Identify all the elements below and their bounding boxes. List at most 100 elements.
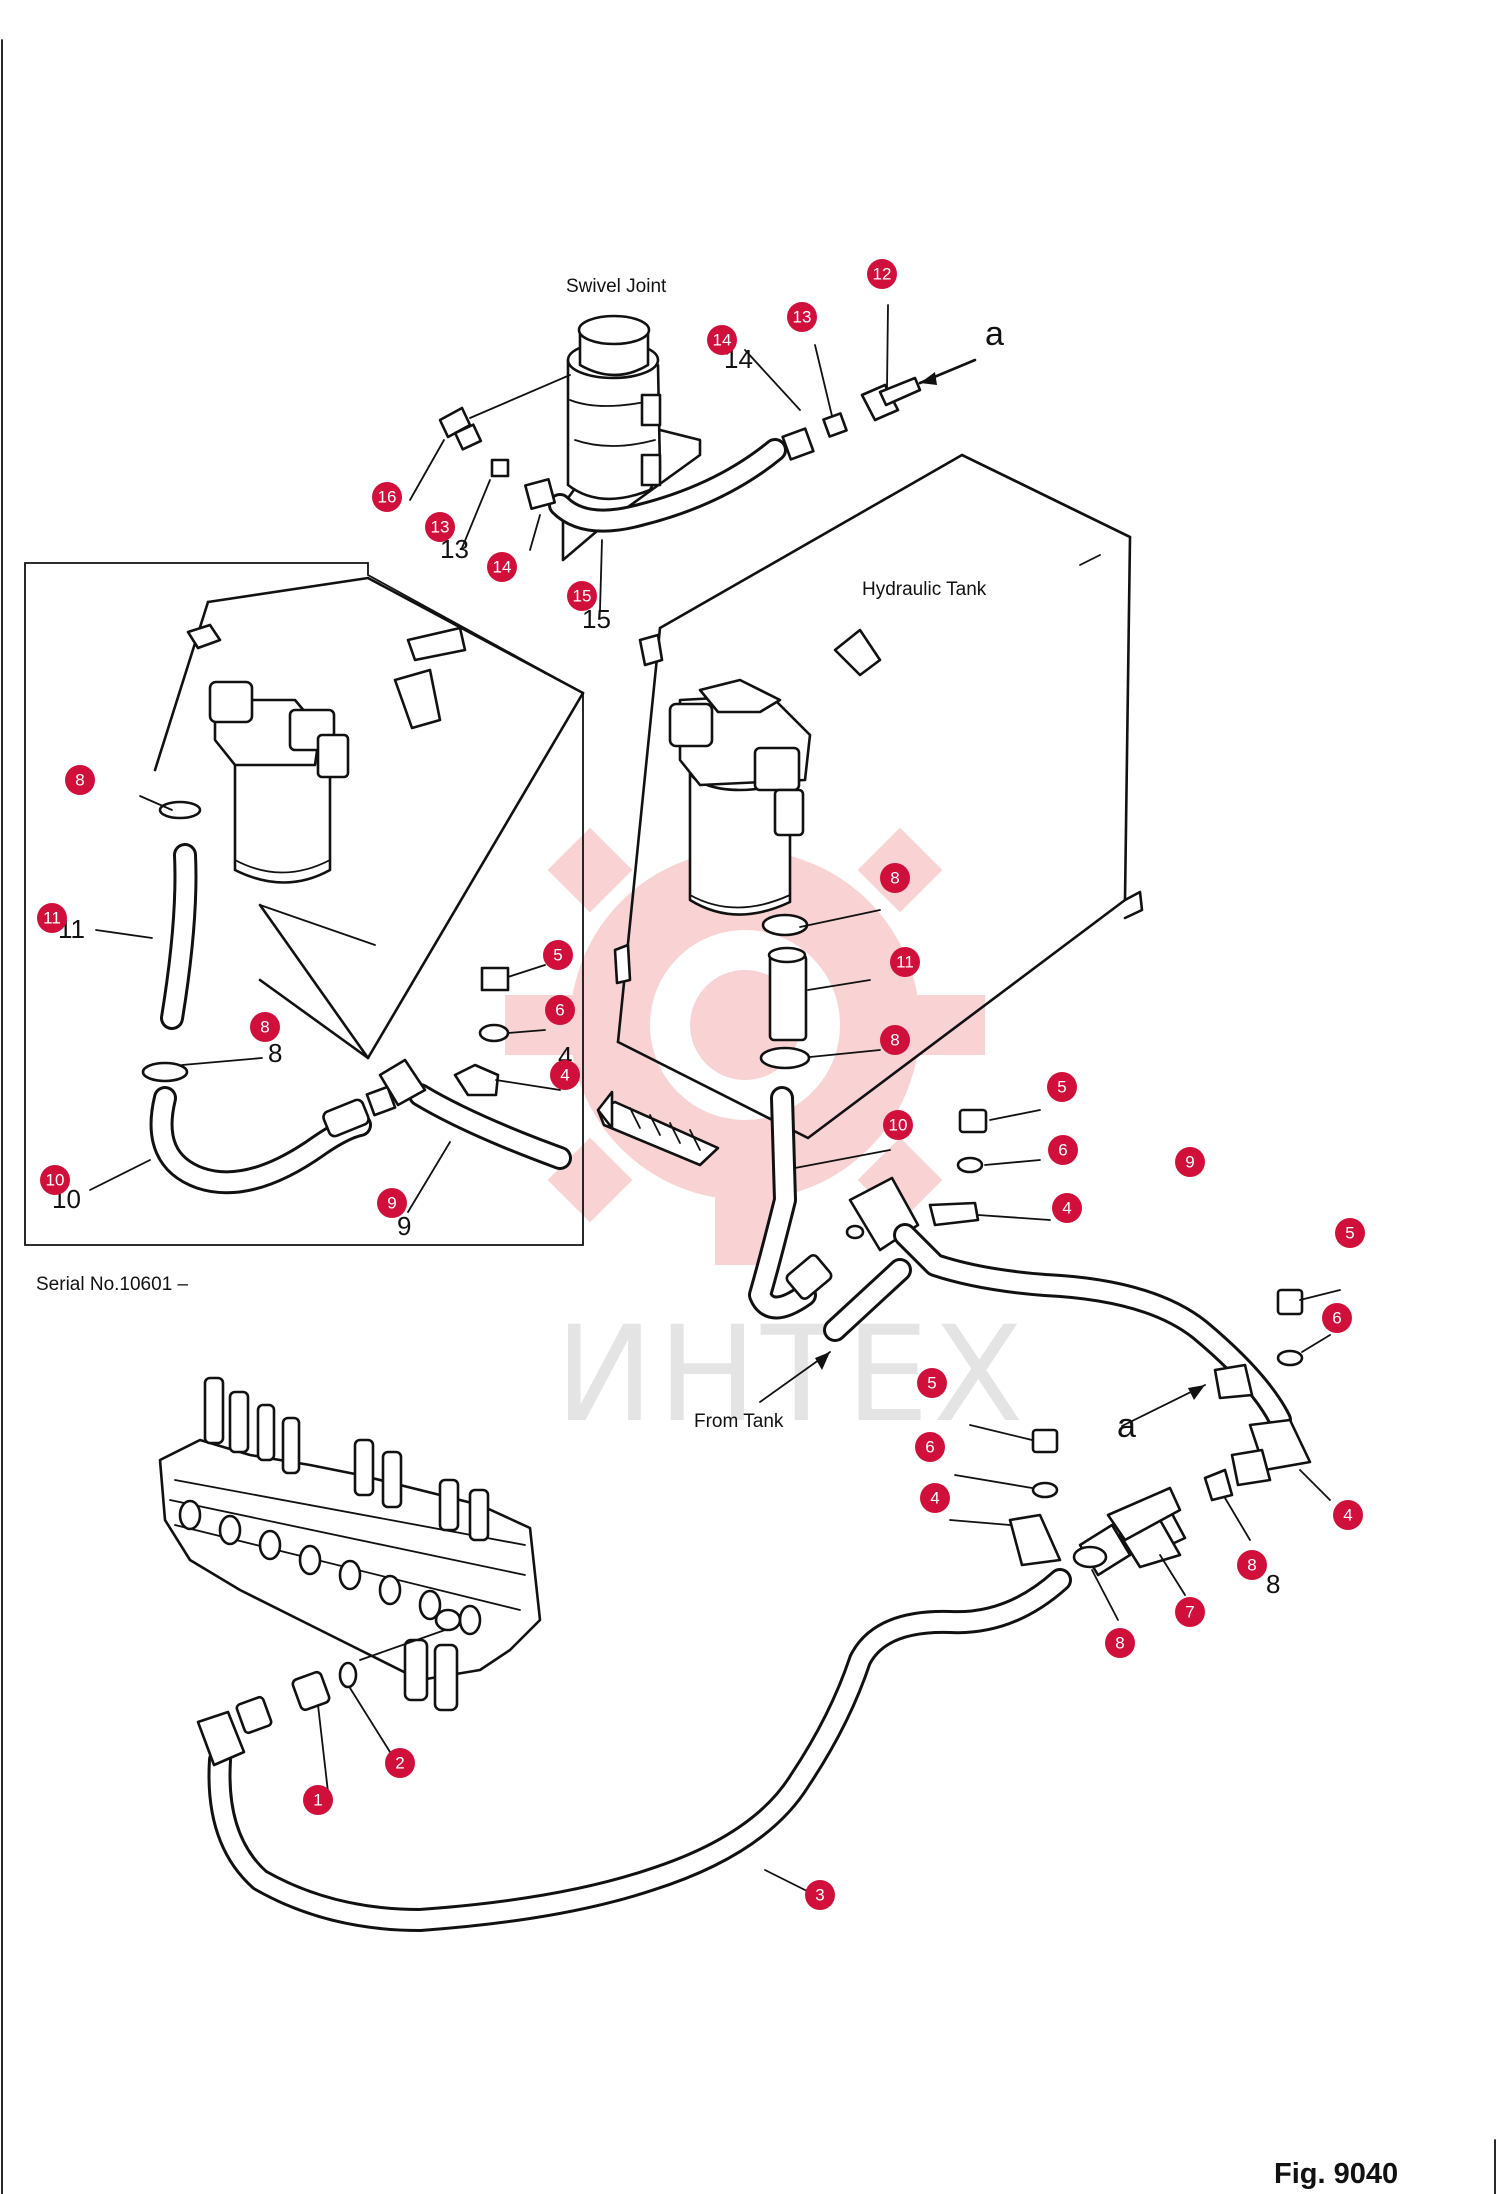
svg-text:11: 11 [43, 909, 61, 928]
svg-text:12: 12 [873, 265, 892, 284]
svg-text:5: 5 [927, 1374, 936, 1393]
callout-11-right: 11 [890, 947, 920, 977]
callout-1: 1 [303, 1785, 333, 1815]
callout-4-far-right: 4 [1333, 1500, 1363, 1530]
svg-text:5: 5 [1057, 1078, 1066, 1097]
callout-4-left: 4 [550, 1060, 580, 1090]
hose-10-right [748, 1086, 817, 1320]
svg-text:6: 6 [1332, 1309, 1341, 1328]
hose-3 [207, 1568, 1072, 1932]
callout-5-lower: 5 [917, 1368, 947, 1398]
svg-text:4: 4 [1343, 1506, 1352, 1525]
callout-9-right: 9 [1175, 1147, 1205, 1177]
swivel-joint-label: Swivel Joint [566, 276, 667, 297]
callout-7: 7 [1175, 1597, 1205, 1627]
callout-4-lower: 4 [920, 1483, 950, 1513]
callout-5-mid: 5 [1047, 1072, 1077, 1102]
hose-11-right [767, 946, 808, 1042]
callout-8-right-top: 8 [880, 863, 910, 893]
callout-10-left: 10 [40, 1165, 70, 1195]
svg-text:10: 10 [46, 1171, 65, 1190]
svg-text:11: 11 [896, 953, 914, 972]
svg-text:6: 6 [555, 1001, 564, 1020]
callout-3: 3 [805, 1880, 835, 1910]
svg-text:4: 4 [560, 1066, 569, 1085]
callout-8-far-right: 8 [1237, 1550, 1267, 1580]
clamp-8-lower [1072, 1545, 1119, 1621]
svg-text:4: 4 [930, 1489, 939, 1508]
svg-text:14: 14 [713, 331, 732, 350]
right-leaders [794, 909, 891, 1169]
callout-16: 16 [372, 482, 402, 512]
callout-8-left-top: 8 [65, 765, 95, 795]
callout-11-left: 11 [37, 903, 67, 933]
svg-text:8: 8 [1115, 1634, 1124, 1653]
print-num-8b: 8 [1266, 1569, 1280, 1599]
callout-10-right: 10 [883, 1110, 913, 1140]
svg-text:8: 8 [75, 771, 84, 790]
right-clamps [759, 913, 811, 1070]
svg-text:9: 9 [1185, 1153, 1194, 1172]
svg-text:8: 8 [890, 869, 899, 888]
callout-4-mid: 4 [1052, 1193, 1082, 1223]
callout-5-left: 5 [543, 940, 573, 970]
figure-label: Fig. 9040 [1274, 2158, 1398, 2190]
callout-14: 14 [707, 325, 737, 355]
left-filter [208, 680, 376, 946]
callout-9-left: 9 [377, 1188, 407, 1218]
right-filter [668, 678, 812, 916]
callout-12: 12 [867, 259, 897, 289]
clamp-4-far-right [1230, 1288, 1341, 1501]
fittings-16-13-14 [409, 304, 889, 611]
svg-text:5: 5 [1345, 1224, 1354, 1243]
svg-text:4: 4 [1062, 1199, 1071, 1218]
svg-text:13: 13 [793, 308, 812, 327]
control-valve [158, 1376, 542, 1712]
svg-text:13: 13 [431, 518, 450, 537]
callout-5-far-right: 5 [1335, 1218, 1365, 1248]
svg-text:10: 10 [889, 1116, 908, 1135]
view-a-label-top: a [985, 315, 1004, 353]
svg-text:8: 8 [260, 1018, 269, 1037]
hydraulic-tank-label: Hydraulic Tank [862, 579, 987, 600]
callout-15: 15 [567, 581, 597, 611]
callout-13-lower: 13 [425, 512, 455, 542]
svg-text:1: 1 [313, 1791, 322, 1810]
svg-text:5: 5 [553, 946, 562, 965]
callout-8-lower: 8 [1105, 1628, 1135, 1658]
svg-text:3: 3 [815, 1886, 824, 1905]
svg-text:6: 6 [925, 1438, 934, 1457]
print-num-9: 9 [397, 1211, 411, 1241]
svg-text:16: 16 [378, 488, 397, 507]
callout-6-mid: 6 [1048, 1135, 1078, 1165]
svg-text:7: 7 [1185, 1603, 1194, 1622]
from-tank-label: From Tank [694, 1411, 784, 1432]
hose-9-left [408, 1083, 572, 1170]
print-num-8: 8 [268, 1038, 282, 1068]
callout-13: 13 [787, 302, 817, 332]
callout-6-far-right: 6 [1322, 1303, 1352, 1333]
callout-14-lower: 14 [487, 552, 517, 582]
elbow-1-2 [196, 1629, 816, 1896]
callout-6-left: 6 [545, 995, 575, 1025]
clamp-4-lower [949, 1424, 1062, 1567]
hose-7 [1078, 1468, 1251, 1596]
callout-8-left-bottom: 8 [250, 1012, 280, 1042]
svg-text:2: 2 [395, 1754, 404, 1773]
svg-text:14: 14 [493, 558, 512, 577]
serial-label: Serial No.10601 – [36, 1274, 189, 1295]
hose-11-left [160, 843, 198, 1030]
svg-text:6: 6 [1058, 1141, 1067, 1160]
left-tank [153, 576, 585, 1060]
view-a-label-middle: a [1117, 1407, 1136, 1445]
valve-spools [203, 1376, 490, 1542]
callout-2: 2 [385, 1748, 415, 1778]
svg-text:8: 8 [890, 1031, 899, 1050]
svg-text:15: 15 [573, 587, 592, 606]
fitting-12-group [781, 358, 977, 461]
callout-6-lower: 6 [915, 1432, 945, 1462]
hose-9-right [893, 1223, 1292, 1432]
direction-arrow-icon [596, 1090, 720, 1167]
middle-fittings [759, 1176, 920, 1403]
